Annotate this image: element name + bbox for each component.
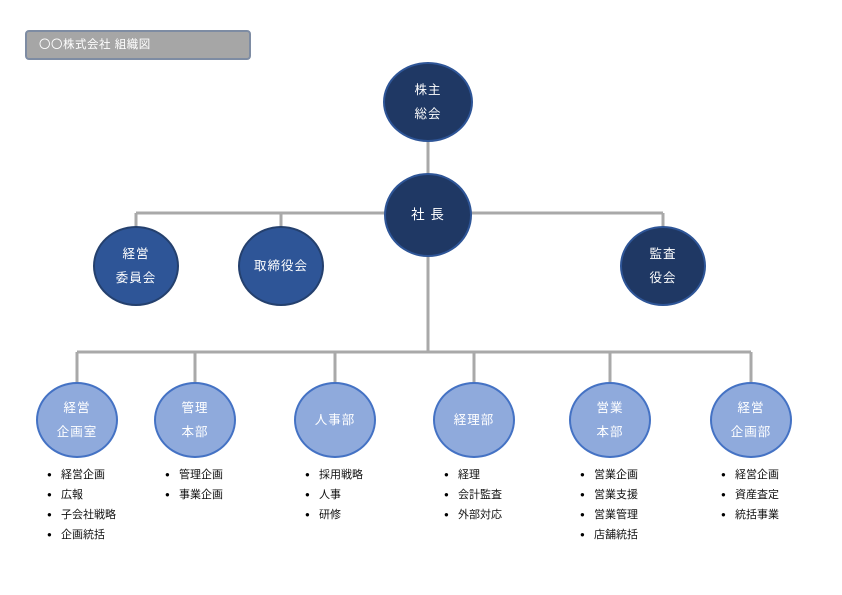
node-label: 経営 [737,401,765,415]
list-item: ● 営業管理 [580,504,690,524]
bullet-icon: ● [165,489,170,499]
bullet-icon: ● [721,489,726,499]
bullet-icon: ● [305,469,310,479]
list-item-label: 子会社戦略 [61,509,116,521]
dept-list-accounting: ● 経理 ● 会計監査 ● 外部対応 [444,464,554,524]
bullet-icon: ● [580,509,585,519]
list-item-label: 資産査定 [735,489,779,501]
node-label: 人事部 [314,413,356,427]
node-label: 経理部 [453,413,495,427]
bullet-icon: ● [305,489,310,499]
list-item: ● 経営企画 [721,464,831,484]
list-item-label: 採用戦略 [319,469,363,481]
node-dept-accounting: 経理部 [433,382,515,458]
list-item-label: 営業企画 [594,469,638,481]
node-label: 企画部 [730,425,772,439]
node-label: 総会 [414,107,442,121]
bullet-icon: ● [580,529,585,539]
node-label: 経営 [122,247,150,261]
node-label: 株主 [414,83,442,97]
bullet-icon: ● [444,469,449,479]
bullet-icon: ● [444,509,449,519]
node-shareholders-meeting: 株主 総会 [383,62,473,142]
list-item-label: 経営企画 [735,469,779,481]
node-dept-hr: 人事部 [294,382,376,458]
list-item-label: 経理 [458,469,480,481]
bullet-icon: ● [721,469,726,479]
node-dept-planning-dept: 経営 企画部 [710,382,792,458]
bullet-icon: ● [444,489,449,499]
node-dept-sales-hq: 営業 本部 [569,382,651,458]
list-item: ● 会計監査 [444,484,554,504]
list-item-label: 研修 [319,509,341,521]
list-item-label: 店舗統括 [594,529,638,541]
node-label: 委員会 [115,271,157,285]
node-dept-planning-office: 経営 企画室 [36,382,118,458]
list-item-label: 人事 [319,489,341,501]
dept-list-hr: ● 採用戦略 ● 人事 ● 研修 [305,464,415,524]
dept-list-planning-dept: ● 経営企画 ● 資産査定 ● 統括事業 [721,464,831,524]
node-label: 営業 [596,401,624,415]
dept-list-sales-hq: ● 営業企画 ● 営業支援 ● 営業管理 ● 店舗統括 [580,464,690,544]
node-management-committee: 経営 委員会 [93,226,179,306]
list-item: ● 店舗統括 [580,524,690,544]
bullet-icon: ● [47,469,52,479]
list-item-label: 経営企画 [61,469,105,481]
bullet-icon: ● [165,469,170,479]
list-item-label: 会計監査 [458,489,502,501]
node-label: 本部 [596,425,624,439]
list-item-label: 管理企画 [179,469,223,481]
bullet-icon: ● [721,509,726,519]
bullet-icon: ● [47,509,52,519]
list-item-label: 広報 [61,489,83,501]
node-label: 本部 [181,425,209,439]
node-label: 経営 [63,401,91,415]
node-label: 監査 [649,247,677,261]
list-item: ● 営業支援 [580,484,690,504]
list-item: ● 経理 [444,464,554,484]
list-item: ● 経営企画 [47,464,157,484]
list-item-label: 外部対応 [458,509,502,521]
list-item: ● 研修 [305,504,415,524]
node-label: 社 長 [411,207,445,222]
list-item: ● 営業企画 [580,464,690,484]
bullet-icon: ● [580,469,585,479]
node-dept-admin-hq: 管理 本部 [154,382,236,458]
node-board-of-directors: 取締役会 [238,226,324,306]
list-item: ● 統括事業 [721,504,831,524]
list-item: ● 資産査定 [721,484,831,504]
node-label: 管理 [181,401,209,415]
bullet-icon: ● [47,529,52,539]
list-item: ● 事業企画 [165,484,275,504]
list-item: ● 管理企画 [165,464,275,484]
dept-list-planning-office: ● 経営企画 ● 広報 ● 子会社戦略 ● 企画統括 [47,464,157,544]
list-item: ● 子会社戦略 [47,504,157,524]
node-label: 企画室 [56,425,98,439]
node-label: 取締役会 [253,259,308,273]
list-item-label: 営業支援 [594,489,638,501]
list-item: ● 外部対応 [444,504,554,524]
list-item-label: 統括事業 [735,509,779,521]
list-item: ● 広報 [47,484,157,504]
bullet-icon: ● [305,509,310,519]
bullet-icon: ● [580,489,585,499]
list-item: ● 人事 [305,484,415,504]
list-item: ● 採用戦略 [305,464,415,484]
bullet-icon: ● [47,489,52,499]
list-item-label: 企画統括 [61,529,105,541]
list-item-label: 営業管理 [594,509,638,521]
dept-list-admin-hq: ● 管理企画 ● 事業企画 [165,464,275,504]
list-item-label: 事業企画 [179,489,223,501]
node-president: 社 長 [384,173,472,257]
node-audit-board: 監査 役会 [620,226,706,306]
node-label: 役会 [649,271,677,285]
chart-title: 〇〇株式会社 組織図 [25,30,251,60]
list-item: ● 企画統括 [47,524,157,544]
